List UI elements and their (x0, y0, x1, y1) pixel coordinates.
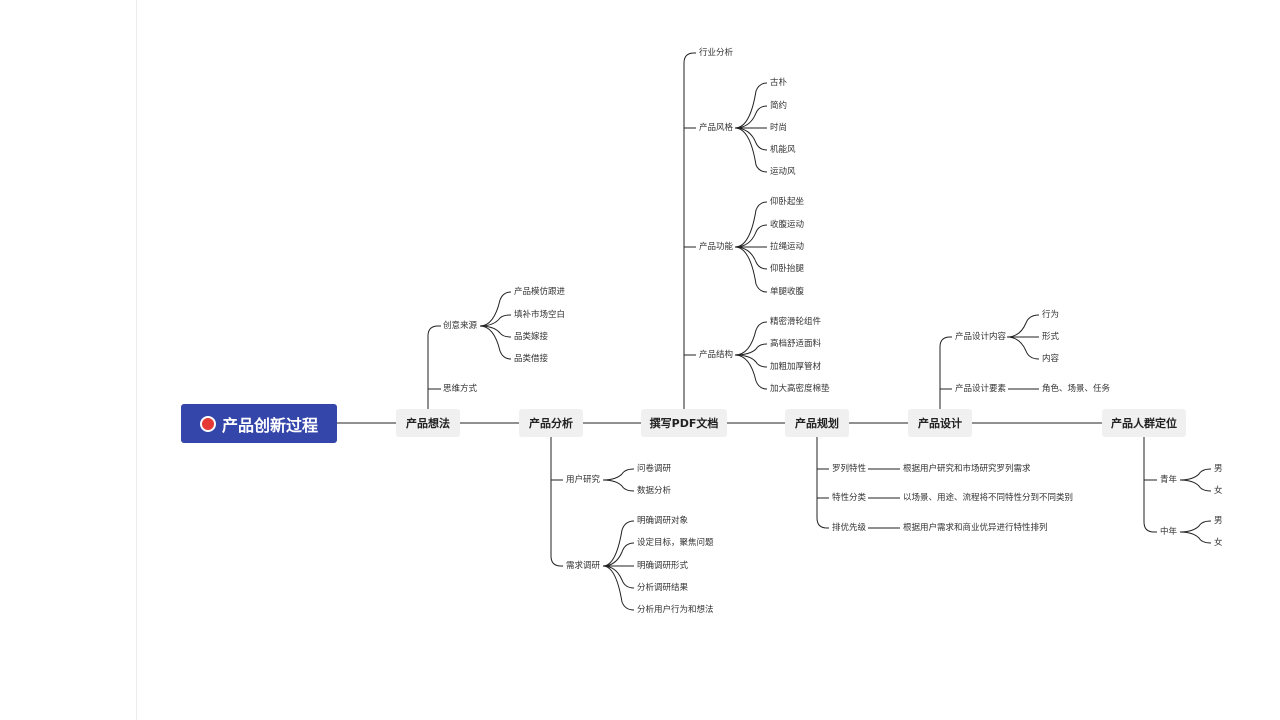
leaf-user-2[interactable]: 数据分析 (637, 486, 672, 496)
link-user-1 (602, 468, 635, 481)
leaf-idea-source-2[interactable]: 填补市场空白 (514, 310, 566, 320)
link-demand-2 (602, 542, 635, 567)
link-source-1 (479, 291, 512, 327)
node-crowd-middle[interactable]: 中年 (1160, 527, 1178, 537)
node-design-content[interactable]: 产品设计内容 (955, 332, 1007, 342)
leaf-function-4[interactable]: 仰卧抬腿 (770, 264, 805, 274)
leaf-user-1[interactable]: 问卷调研 (637, 464, 672, 474)
link-youth-f (1179, 479, 1212, 492)
link-struct-3 (734, 354, 768, 368)
node-product-style[interactable]: 产品风格 (699, 123, 734, 133)
leaf-idea-source-3[interactable]: 品类嫁接 (514, 332, 549, 342)
node-product-idea[interactable]: 产品想法 (396, 409, 460, 437)
node-industry-analysis[interactable]: 行业分析 (699, 48, 734, 58)
leaf-idea-source-4[interactable]: 品类借接 (514, 354, 549, 364)
node-design-elements[interactable]: 产品设计要素 (955, 384, 1007, 394)
leaf-structure-3[interactable]: 加粗加厚管材 (770, 362, 822, 372)
leaf-idea-source-1[interactable]: 产品模仿跟进 (514, 287, 566, 297)
link-idea-trunk (427, 325, 441, 409)
node-planning-1[interactable]: 罗列特性 (832, 464, 867, 474)
link-middle-f (1179, 531, 1212, 544)
link-struct-2 (734, 343, 768, 356)
link-func-1 (734, 201, 768, 248)
leaf-youth-female[interactable]: 女 (1214, 486, 1223, 496)
link-youth-m (1179, 468, 1212, 481)
leaf-youth-male[interactable]: 男 (1214, 464, 1223, 474)
link-planning-trunk (816, 437, 829, 529)
leaf-function-5[interactable]: 单腿收腹 (770, 287, 805, 297)
leaf-design-content-2[interactable]: 形式 (1042, 332, 1060, 342)
leaf-style-4[interactable]: 机能风 (770, 145, 796, 155)
node-product-structure[interactable]: 产品结构 (699, 350, 734, 360)
link-crowd-trunk (1143, 437, 1157, 533)
leaf-design-content-3[interactable]: 内容 (1042, 354, 1060, 364)
leaf-design-content-1[interactable]: 行为 (1042, 310, 1060, 320)
link-user-2 (602, 479, 635, 492)
leaf-demand-3[interactable]: 明确调研形式 (637, 561, 689, 571)
node-product-analysis[interactable]: 产品分析 (519, 409, 583, 437)
link-style-4 (734, 127, 768, 151)
leaf-style-1[interactable]: 古朴 (770, 78, 788, 88)
link-content-1 (1006, 314, 1040, 338)
link-demand-1 (602, 520, 635, 567)
node-write-pdf[interactable]: 撰写PDF文档 (641, 409, 727, 437)
leaf-style-3[interactable]: 时尚 (770, 123, 788, 133)
leaf-structure-2[interactable]: 高档舒适面料 (770, 339, 822, 349)
leaf-function-3[interactable]: 拉绳运动 (770, 242, 805, 252)
leaf-demand-4[interactable]: 分析调研结果 (637, 583, 689, 593)
link-content-3 (1006, 336, 1040, 360)
left-panel (0, 0, 137, 720)
link-style-2 (734, 105, 768, 129)
link-source-3 (479, 325, 512, 338)
leaf-style-5[interactable]: 运动风 (770, 167, 796, 177)
link-struct-1 (734, 321, 768, 356)
link-style-5 (734, 127, 768, 173)
root-node[interactable]: 产品创新过程 (181, 404, 337, 443)
link-style-1 (734, 82, 768, 129)
leaf-demand-5[interactable]: 分析用户行为和想法 (637, 605, 714, 615)
link-pdf-trunk (683, 52, 696, 409)
leaf-function-1[interactable]: 仰卧起坐 (770, 197, 805, 207)
node-crowd-youth[interactable]: 青年 (1160, 475, 1178, 485)
leaf-planning-detail-1[interactable]: 根据用户研究和市场研究罗列需求 (903, 464, 1031, 474)
node-user-research[interactable]: 用户研究 (566, 475, 601, 485)
link-func-4 (734, 246, 768, 270)
node-product-planning[interactable]: 产品规划 (785, 409, 849, 437)
node-product-function[interactable]: 产品功能 (699, 242, 734, 252)
node-idea-thinking[interactable]: 思维方式 (443, 384, 478, 394)
leaf-middle-female[interactable]: 女 (1214, 538, 1223, 548)
node-planning-2[interactable]: 特性分类 (832, 493, 867, 503)
record-icon (199, 415, 216, 432)
link-func-5 (734, 246, 768, 293)
node-planning-3[interactable]: 排优先级 (832, 523, 867, 533)
node-demand-research[interactable]: 需求调研 (566, 561, 601, 571)
node-product-crowd[interactable]: 产品人群定位 (1102, 409, 1186, 437)
leaf-demand-1[interactable]: 明确调研对象 (637, 516, 689, 526)
leaf-demand-2[interactable]: 设定目标，聚焦问题 (637, 538, 714, 548)
leaf-planning-detail-2[interactable]: 以场景、用途、流程将不同特性分到不同类别 (903, 493, 1074, 503)
link-demand-4 (602, 565, 635, 589)
leaf-structure-1[interactable]: 精密滑轮组件 (770, 317, 822, 327)
link-func-2 (734, 224, 768, 248)
link-source-2 (479, 314, 512, 327)
leaf-design-elements-detail[interactable]: 角色、场景、任务 (1042, 384, 1111, 394)
link-design-trunk (939, 336, 952, 409)
node-product-design[interactable]: 产品设计 (908, 409, 972, 437)
root-label: 产品创新过程 (221, 415, 318, 435)
leaf-middle-male[interactable]: 男 (1214, 516, 1223, 526)
link-demand-5 (602, 565, 635, 611)
link-source-4 (479, 325, 512, 360)
leaf-style-2[interactable]: 简约 (770, 101, 788, 111)
leaf-planning-detail-3[interactable]: 根据用户需求和商业优异进行特性排列 (903, 523, 1048, 533)
leaf-function-2[interactable]: 收腹运动 (770, 220, 805, 230)
link-middle-m (1179, 520, 1212, 533)
node-idea-source[interactable]: 创意来源 (443, 321, 478, 331)
link-analysis-trunk (550, 437, 563, 567)
link-struct-4 (734, 354, 768, 390)
leaf-structure-4[interactable]: 加大高密度棉垫 (770, 384, 830, 394)
